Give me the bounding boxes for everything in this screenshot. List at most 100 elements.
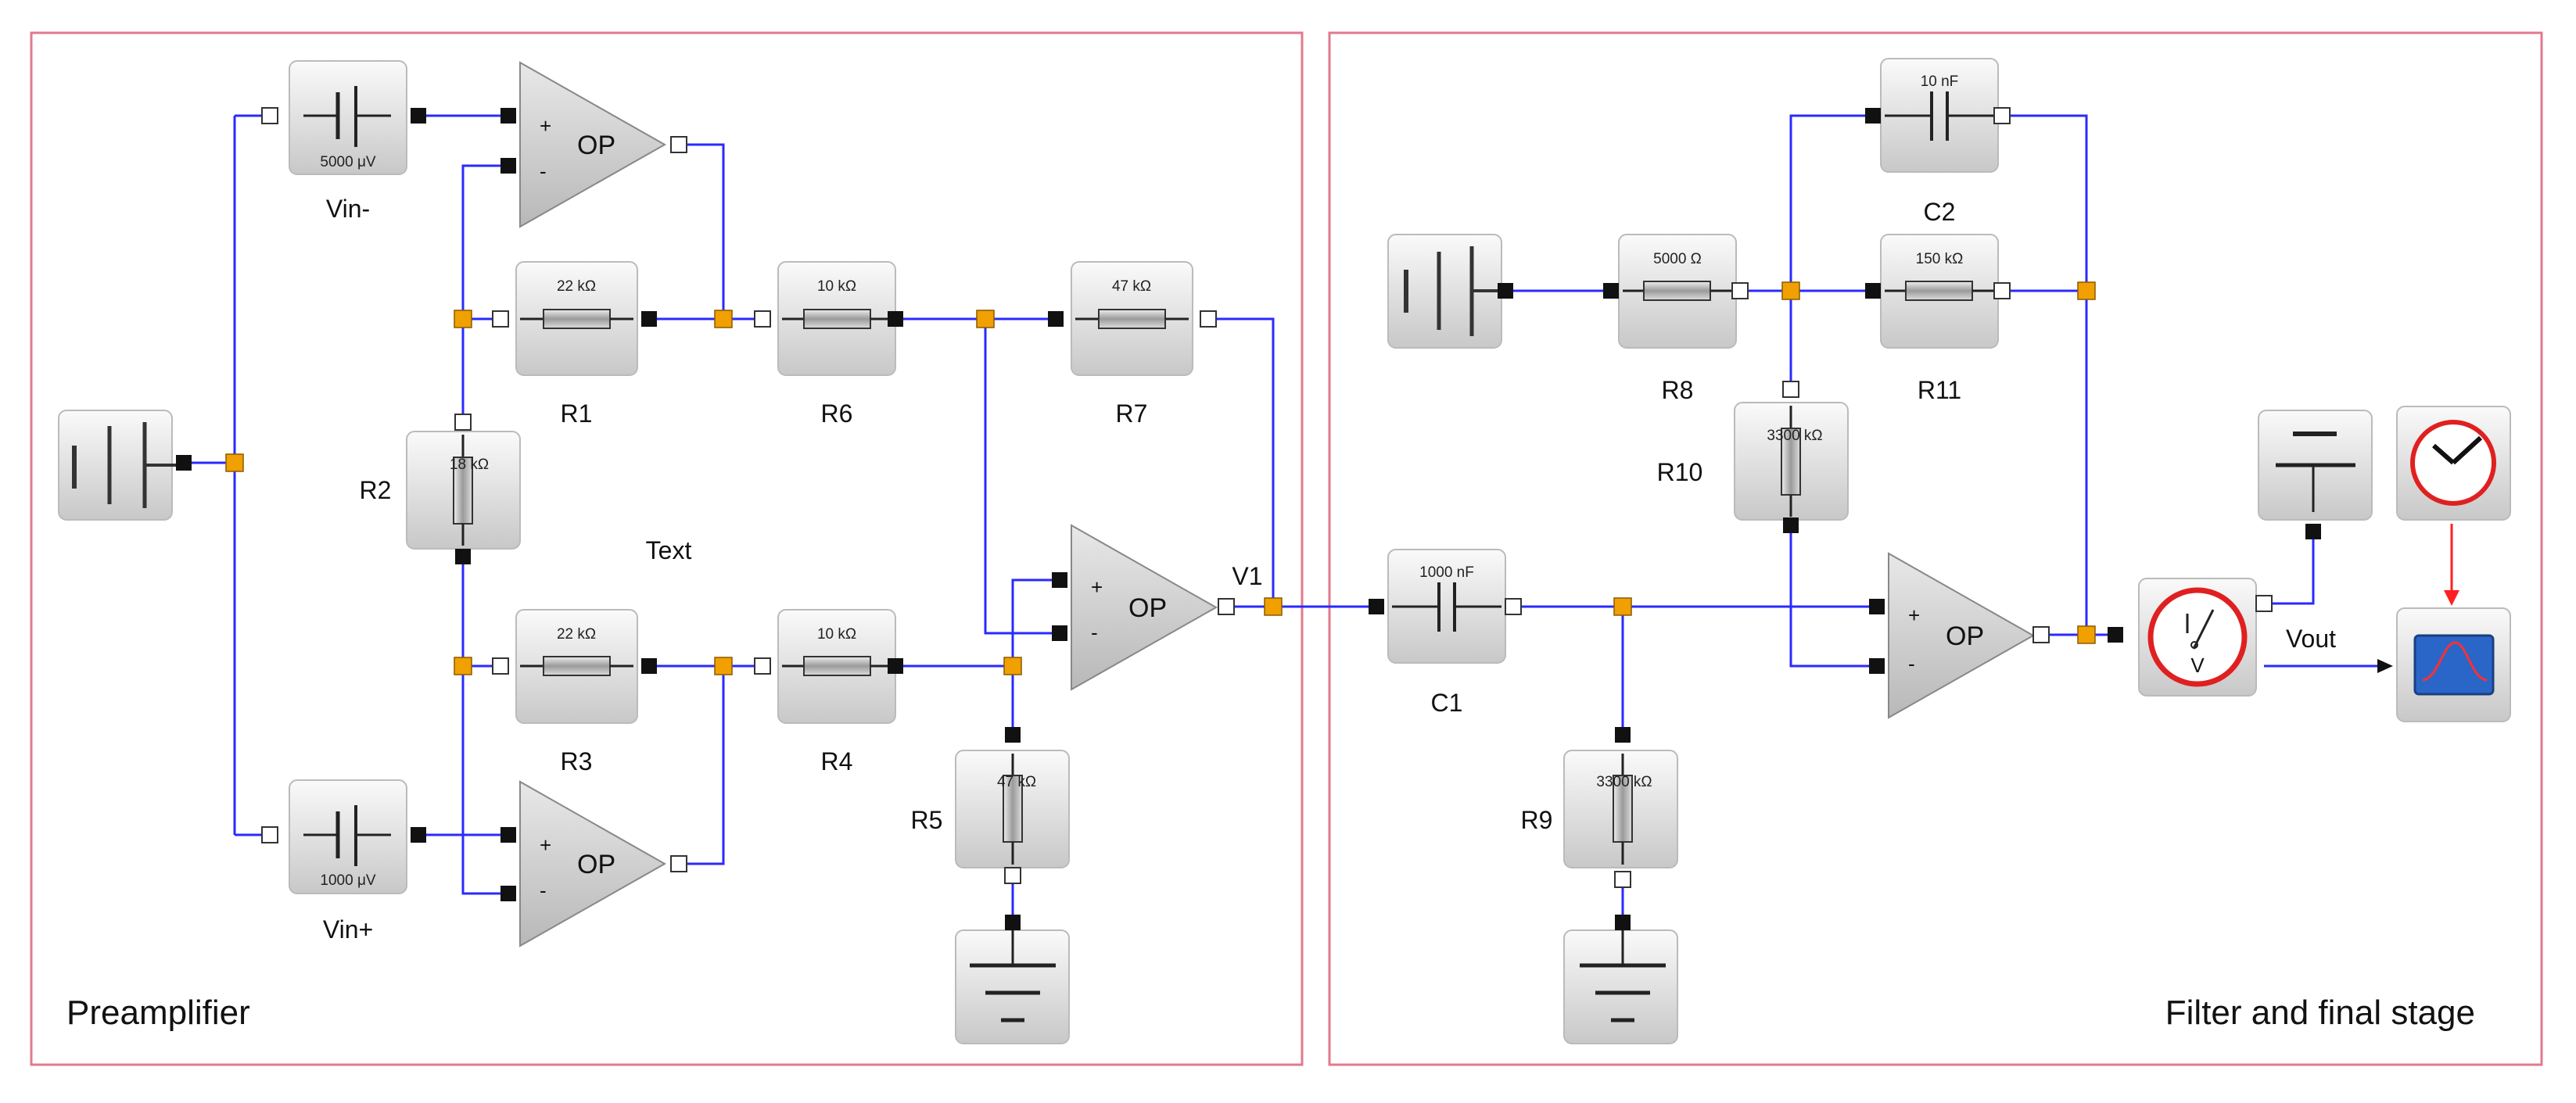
r2-label: R2 [360, 476, 392, 504]
output-port-12[interactable] [1505, 598, 1522, 615]
input-port-7[interactable] [641, 311, 657, 327]
clock-block[interactable] [2396, 406, 2511, 521]
output-port-1[interactable] [261, 826, 278, 843]
output-port-9[interactable] [454, 414, 472, 431]
input-port-27[interactable] [2108, 627, 2123, 643]
ground-source-right[interactable] [1387, 234, 1502, 349]
input-port-5[interactable] [500, 827, 516, 843]
resistor-r1[interactable]: 22 kΩ [515, 261, 638, 376]
split-node-2[interactable] [454, 657, 472, 675]
resistor-r3[interactable]: 22 kΩ [515, 609, 638, 724]
input-port-17[interactable] [1369, 599, 1384, 614]
svg-text:3300 kΩ: 3300 kΩ [1596, 774, 1652, 790]
output-port-2[interactable] [670, 136, 687, 153]
split-node-10[interactable] [2077, 281, 2096, 300]
capacitor-c2[interactable]: 10 nF [1880, 58, 1999, 173]
output-port-4[interactable] [492, 310, 509, 328]
voltage-probe[interactable]: V [2138, 578, 2257, 697]
resistor-r8[interactable]: 5000 Ω [1618, 234, 1737, 349]
split-node-8[interactable] [1613, 597, 1632, 616]
split-node-0[interactable] [225, 453, 244, 472]
capacitor-c1[interactable]: 1000 nF [1387, 549, 1506, 664]
svg-text:22 kΩ: 22 kΩ [557, 626, 596, 643]
input-port-10[interactable] [888, 658, 903, 674]
output-port-16[interactable] [1614, 871, 1631, 888]
input-port-11[interactable] [1048, 311, 1064, 327]
input-port-1[interactable] [411, 108, 426, 124]
input-port-4[interactable] [500, 158, 516, 174]
svg-text:-: - [540, 159, 547, 183]
opamp-2[interactable]: + - OP [519, 780, 667, 947]
resistor-r9[interactable]: 3300 kΩ [1563, 750, 1678, 868]
input-port-26[interactable] [1869, 658, 1885, 674]
vin-minus-value: 5000 μV [320, 154, 375, 170]
input-port-28[interactable] [2305, 524, 2321, 539]
input-port-24[interactable] [1783, 517, 1799, 533]
input-port-0[interactable] [176, 455, 192, 471]
input-port-13[interactable] [1005, 727, 1021, 743]
output-port-17[interactable] [1782, 381, 1799, 398]
ground-source-left[interactable] [58, 410, 176, 521]
resistor-r10[interactable]: 3300 kΩ [1734, 402, 1849, 521]
input-port-21[interactable] [1865, 108, 1881, 124]
output-port-5[interactable] [492, 657, 509, 675]
split-node-1[interactable] [454, 310, 472, 328]
vin-minus-source[interactable]: 5000 μV [289, 60, 407, 175]
resistor-r11[interactable]: 150 kΩ [1880, 234, 1999, 349]
svg-text:18 kΩ: 18 kΩ [450, 457, 489, 473]
output-port-11[interactable] [1218, 598, 1235, 615]
output-port-3[interactable] [670, 855, 687, 872]
split-node-4[interactable] [714, 657, 733, 675]
resistor-r4[interactable]: 10 kΩ [777, 609, 896, 724]
input-port-19[interactable] [1603, 283, 1619, 299]
output-port-0[interactable] [261, 107, 278, 124]
constant-block[interactable] [2258, 410, 2373, 521]
input-port-20[interactable] [1865, 283, 1881, 299]
output-port-8[interactable] [1200, 310, 1217, 328]
resistor-r7[interactable]: 47 kΩ [1071, 261, 1193, 376]
input-port-6[interactable] [500, 886, 516, 901]
split-node-5[interactable] [976, 310, 995, 328]
svg-text:47 kΩ: 47 kΩ [997, 774, 1036, 790]
output-port-6[interactable] [754, 310, 771, 328]
opamp-3[interactable]: + - OP [1071, 524, 1218, 691]
split-node-3[interactable] [714, 310, 733, 328]
input-port-3[interactable] [500, 108, 516, 124]
input-port-12[interactable] [455, 549, 471, 564]
opamp-1[interactable]: + - OP [519, 61, 667, 228]
vin-plus-source[interactable]: 1000 μV [289, 779, 407, 894]
output-port-10[interactable] [1004, 867, 1021, 884]
input-port-25[interactable] [1869, 599, 1885, 614]
input-port-23[interactable] [1615, 915, 1631, 930]
resistor-r2[interactable]: 18 kΩ [406, 431, 521, 550]
split-node-11[interactable] [2077, 625, 2096, 644]
opamp-4[interactable]: + - OP [1888, 552, 2036, 719]
input-port-8[interactable] [641, 658, 657, 674]
output-port-19[interactable] [2255, 595, 2273, 612]
input-port-14[interactable] [1005, 915, 1021, 930]
input-port-18[interactable] [1498, 283, 1513, 299]
input-port-2[interactable] [411, 827, 426, 843]
input-port-16[interactable] [1052, 625, 1067, 641]
input-port-15[interactable] [1052, 572, 1067, 588]
svg-text:+: + [540, 114, 551, 138]
ground-r5[interactable] [955, 929, 1070, 1044]
resistor-r6[interactable]: 10 kΩ [777, 261, 896, 376]
ground-r9[interactable] [1563, 929, 1678, 1044]
output-port-14[interactable] [1993, 282, 2011, 299]
output-port-18[interactable] [2032, 626, 2050, 643]
split-node-7[interactable] [1264, 597, 1283, 616]
resistor-r5[interactable]: 47 kΩ [955, 750, 1070, 868]
svg-text:10 nF: 10 nF [1921, 73, 1959, 90]
scope-block[interactable] [2396, 607, 2511, 722]
output-port-15[interactable] [1993, 107, 2011, 124]
scope-input-arrow [2377, 659, 2393, 673]
output-port-13[interactable] [1731, 282, 1749, 299]
split-node-6[interactable] [1003, 657, 1022, 675]
v1-label: V1 [1232, 562, 1262, 590]
input-port-9[interactable] [888, 311, 903, 327]
output-port-7[interactable] [754, 657, 771, 675]
split-node-9[interactable] [1781, 281, 1800, 300]
ports [176, 107, 2321, 930]
input-port-22[interactable] [1615, 727, 1631, 743]
